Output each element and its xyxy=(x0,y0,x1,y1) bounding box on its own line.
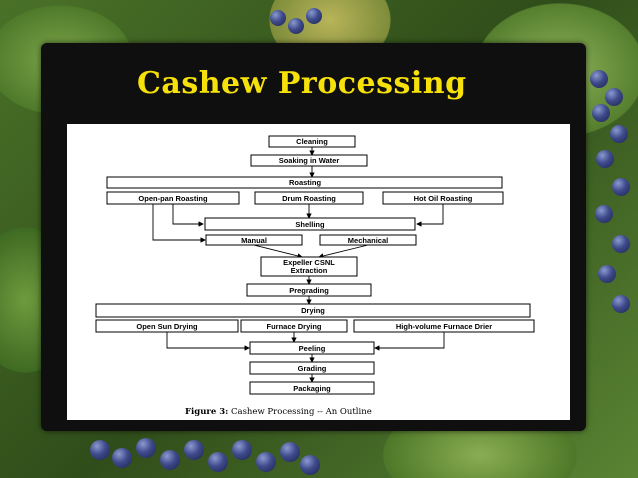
grape-decoration xyxy=(612,178,630,196)
step-cleaning: Cleaning xyxy=(268,135,356,148)
step-mechanical: Mechanical xyxy=(319,234,417,246)
grape-decoration xyxy=(605,88,623,106)
figure-caption: Figure 3: Cashew Processing -- An Outlin… xyxy=(185,407,372,417)
step-soaking: Soaking in Water xyxy=(250,154,368,167)
figure-caption-text: Cashew Processing -- An Outline xyxy=(231,407,372,417)
step-open-pan-roasting: Open-pan Roasting xyxy=(106,191,240,205)
slide-title: Cashew Processing xyxy=(137,66,467,101)
grape-decoration xyxy=(592,104,610,122)
grape-decoration xyxy=(184,440,204,460)
flowchart-svg: Cleaning Soaking in Water Roasting Open-… xyxy=(95,135,535,417)
step-pregrading-label: Pregrading xyxy=(289,286,329,295)
grape-decoration xyxy=(306,8,322,24)
step-hot-oil-roasting: Hot Oil Roasting xyxy=(382,191,504,205)
grape-decoration xyxy=(90,440,110,460)
arrow xyxy=(172,204,204,227)
step-pregrading: Pregrading xyxy=(246,283,372,297)
grape-decoration xyxy=(208,452,228,472)
step-grading: Grading xyxy=(249,361,375,375)
step-expeller-label-line1: Expeller CSNL xyxy=(283,258,335,267)
arrow xyxy=(416,204,444,227)
figure-caption-label: Figure 3: xyxy=(185,407,228,417)
step-drum-roasting: Drum Roasting xyxy=(254,191,364,205)
step-manual-label: Manual xyxy=(241,236,267,245)
grape-decoration xyxy=(270,10,286,26)
arrow xyxy=(374,332,445,351)
step-mechanical-label: Mechanical xyxy=(348,236,388,245)
step-high-volume-label: High-volume Furnace Drier xyxy=(396,322,492,331)
arrow xyxy=(152,204,206,243)
step-furnace-drying: Furnace Drying xyxy=(240,319,348,333)
step-cleaning-label: Cleaning xyxy=(296,137,328,146)
grape-decoration xyxy=(598,265,616,283)
step-expeller-extraction: Expeller CSNL Extraction xyxy=(260,256,358,277)
grape-decoration xyxy=(112,448,132,468)
arrow xyxy=(166,332,250,351)
step-open-pan-label: Open-pan Roasting xyxy=(138,194,208,203)
step-peeling-label: Peeling xyxy=(299,344,326,353)
step-packaging: Packaging xyxy=(249,381,375,395)
grape-decoration xyxy=(136,438,156,458)
step-roasting: Roasting xyxy=(106,176,503,189)
grape-decoration xyxy=(280,442,300,462)
arrow xyxy=(318,244,369,259)
step-soaking-label: Soaking in Water xyxy=(279,156,340,165)
step-open-sun-label: Open Sun Drying xyxy=(136,322,198,331)
step-drying-label: Drying xyxy=(301,306,325,315)
step-high-volume-drier: High-volume Furnace Drier xyxy=(353,319,535,333)
grape-decoration xyxy=(595,205,613,223)
step-packaging-label: Packaging xyxy=(293,384,331,393)
step-open-sun-drying: Open Sun Drying xyxy=(95,319,239,333)
grape-decoration xyxy=(300,455,320,475)
step-furnace-label: Furnace Drying xyxy=(266,322,321,331)
grape-decoration xyxy=(612,295,630,313)
flowchart-figure: Cleaning Soaking in Water Roasting Open-… xyxy=(67,124,570,420)
step-expeller-label-line2: Extraction xyxy=(291,266,328,275)
step-drum-label: Drum Roasting xyxy=(282,194,336,203)
arrow xyxy=(253,244,303,259)
grape-decoration xyxy=(610,125,628,143)
grape-decoration xyxy=(590,70,608,88)
grape-decoration xyxy=(160,450,180,470)
step-drying: Drying xyxy=(95,303,531,318)
step-peeling: Peeling xyxy=(249,341,375,355)
grape-decoration xyxy=(612,235,630,253)
grape-decoration xyxy=(288,18,304,34)
step-roasting-label: Roasting xyxy=(289,178,322,187)
step-manual: Manual xyxy=(205,234,303,246)
grape-decoration xyxy=(256,452,276,472)
step-shelling-label: Shelling xyxy=(295,220,325,229)
grape-decoration xyxy=(232,440,252,460)
grape-decoration xyxy=(596,150,614,168)
step-hot-oil-label: Hot Oil Roasting xyxy=(414,194,473,203)
step-shelling: Shelling xyxy=(204,217,416,231)
step-grading-label: Grading xyxy=(298,364,327,373)
